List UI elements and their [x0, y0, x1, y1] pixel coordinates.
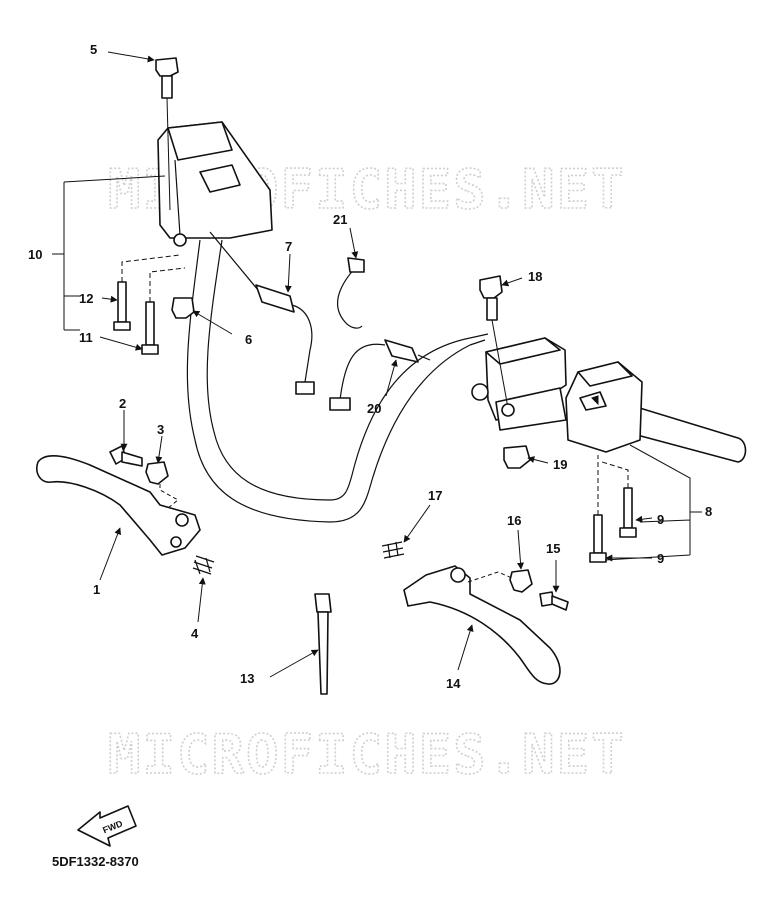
spring-17: [381, 541, 405, 559]
master-cylinder: [471, 337, 567, 431]
callout-9b: 9: [657, 551, 664, 566]
callout-labels: 1 2 3 4 5 6 7 8 9 9 10 11 12 13 14 15 16…: [28, 42, 712, 691]
brake-lever-14: [403, 565, 561, 685]
callout-20: 20: [367, 401, 381, 416]
diagram-code: 5DF1332-8370: [52, 854, 139, 869]
right-switch-housing: [565, 361, 643, 453]
callout-14: 14: [446, 676, 461, 691]
callout-21: 21: [333, 212, 347, 227]
callout-6: 6: [245, 332, 252, 347]
bolt-15: [539, 591, 569, 611]
spring-4: [192, 555, 215, 575]
callout-18: 18: [528, 269, 542, 284]
callout-2: 2: [119, 396, 126, 411]
watermark-bottom: MICROFICHES.NET: [108, 723, 626, 786]
clutch-lever-1: [36, 455, 201, 556]
callout-15: 15: [546, 541, 560, 556]
screw-9a: [619, 487, 637, 538]
screw-9b: [589, 514, 607, 563]
callout-4: 4: [191, 626, 199, 641]
fwd-arrow-icon: FWD: [77, 805, 137, 847]
bolt-2: [109, 445, 143, 467]
left-switch-housing: [157, 121, 273, 247]
callout-13: 13: [240, 671, 254, 686]
callout-17: 17: [428, 488, 442, 503]
leader-lines: [52, 51, 702, 678]
callout-9a: 9: [657, 512, 664, 527]
nut-16: [509, 569, 533, 593]
callout-7: 7: [285, 239, 292, 254]
switch-cable-7: [209, 231, 315, 395]
handlebar: [186, 239, 489, 523]
brake-switch-20: [329, 339, 431, 411]
screw-12: [113, 281, 131, 331]
callout-1: 1: [93, 582, 100, 597]
right-grip: [625, 404, 747, 463]
callout-11: 11: [79, 330, 93, 345]
nut-19: [503, 445, 531, 469]
callout-19: 19: [553, 457, 567, 472]
callout-12: 12: [79, 291, 93, 306]
nut-3: [145, 461, 169, 485]
cable-clip-21: [336, 257, 365, 329]
bolt-5: [155, 57, 179, 99]
bolt-18: [479, 275, 503, 321]
callout-8: 8: [705, 504, 712, 519]
callout-10: 10: [28, 247, 42, 262]
callout-3: 3: [157, 422, 164, 437]
callout-5: 5: [90, 42, 97, 57]
screw-11: [141, 301, 159, 355]
callout-16: 16: [507, 513, 521, 528]
cable-tie-13: [314, 593, 332, 695]
nut-6: [171, 297, 195, 319]
